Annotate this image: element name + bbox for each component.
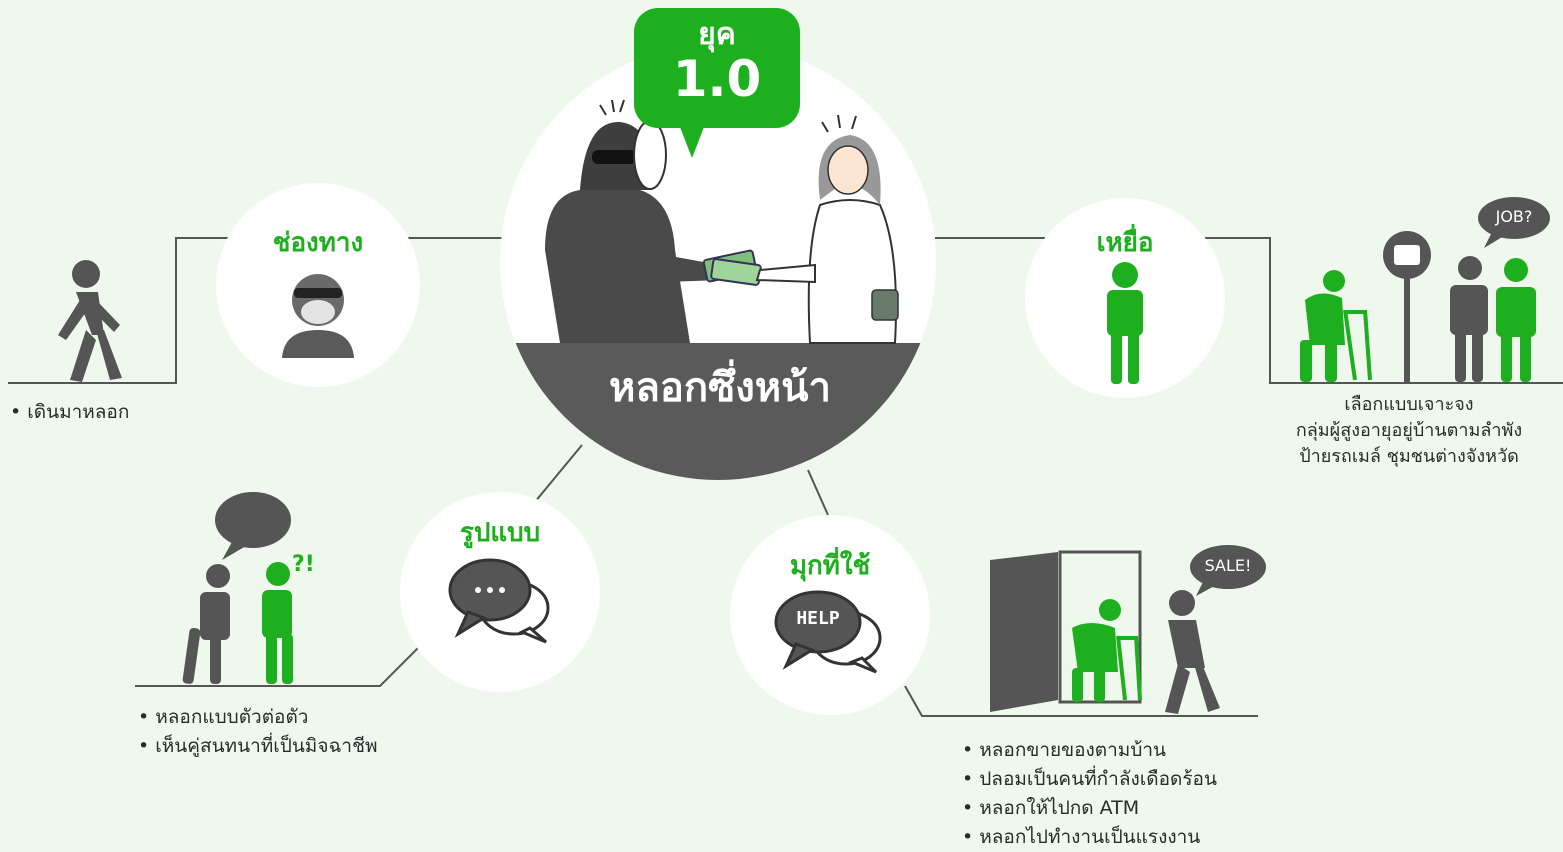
victim-title: เหยื่อ (1096, 228, 1154, 258)
channel-list: เดินมาหลอก (10, 398, 129, 427)
money-icon (702, 249, 762, 286)
sale-speech-bubble (1190, 545, 1266, 596)
sale-speech-text: SALE! (1204, 556, 1252, 575)
victim-line: ป้ายรถเมล์ ชุมชนต่างจังหวัด (1299, 446, 1519, 467)
format-list: หลอกแบบตัวต่อตัว เห็นคู่สนทนาที่เป็นมิจฉ… (138, 703, 378, 761)
era-label: ยุค (698, 17, 736, 52)
victim-line: เลือกแบบเจาะจง (1344, 394, 1474, 415)
era-badge-tail (678, 122, 706, 158)
tricks-title: มุกที่ใช้ (789, 551, 871, 581)
list-item: เดินมาหลอก (10, 398, 129, 427)
old-woman-illustration (755, 135, 899, 344)
job-seeker-person-icon (1496, 258, 1536, 382)
list-item: หลอกให้ไปกด ATM (962, 794, 1217, 823)
victim-ground-line (1205, 237, 1563, 384)
list-item: ปลอมเป็นคนที่กำลังเดือดร้อน (962, 765, 1217, 794)
format-title: รูปแบบ (459, 518, 541, 548)
format-ground-line (135, 647, 419, 687)
victim-confused-icon (262, 562, 293, 684)
alert-marks-icon (599, 99, 857, 133)
era-number: 1.0 (672, 50, 762, 108)
main-title: หลอกซึ่งหน้า (609, 365, 831, 411)
walking-person-icon (58, 260, 122, 382)
elderly-at-door-icon (1072, 599, 1142, 702)
bus-stop-sign-icon (1383, 231, 1431, 382)
list-item: หลอกไปทำงานเป็นแรงงาน (962, 823, 1217, 852)
job-speech-bubble (1478, 197, 1550, 248)
channel-ground-line (8, 237, 235, 384)
scammer-talking-icon (182, 564, 230, 684)
thief-icon (282, 274, 354, 358)
victim-line: กลุ่มผู้สูงอายุอยู่บ้านตามลำพัง (1295, 420, 1523, 441)
list-item: หลอกแบบตัวต่อตัว (138, 703, 378, 732)
connector-lines (8, 237, 1563, 717)
tricks-ground-line (904, 685, 1258, 717)
mask-icon (633, 120, 667, 190)
confused-reaction-text: ?! (292, 552, 315, 577)
list-item: หลอกขายของตามบ้าน (962, 736, 1217, 765)
chat-bubbles-icon (448, 558, 550, 644)
tricks-list: หลอกขายของตามบ้าน ปลอมเป็นคนที่กำลังเดือ… (962, 736, 1217, 852)
help-bubble-text: HELP (796, 608, 840, 629)
era-badge: ยุค 1.0 (634, 8, 800, 128)
list-item: เห็นคู่สนทนาที่เป็นมิจฉาชีพ (138, 732, 377, 761)
channel-title: ช่องทาง (272, 228, 364, 258)
scammer-person-icon (1450, 256, 1488, 382)
elderly-walker-icon (1300, 270, 1372, 382)
help-bubble-icon (774, 590, 882, 674)
center-to-tricks-line (807, 469, 829, 516)
victim-description: เลือกแบบเจาะจง กลุ่มผู้สูงอายุอยู่บ้านตา… (1255, 392, 1563, 470)
speech-bubble-icon (215, 492, 291, 560)
job-speech-text: JOB? (1495, 207, 1533, 226)
door-icon (990, 550, 1142, 712)
person-green-icon (1107, 262, 1143, 384)
salesman-person-icon (1165, 590, 1220, 714)
